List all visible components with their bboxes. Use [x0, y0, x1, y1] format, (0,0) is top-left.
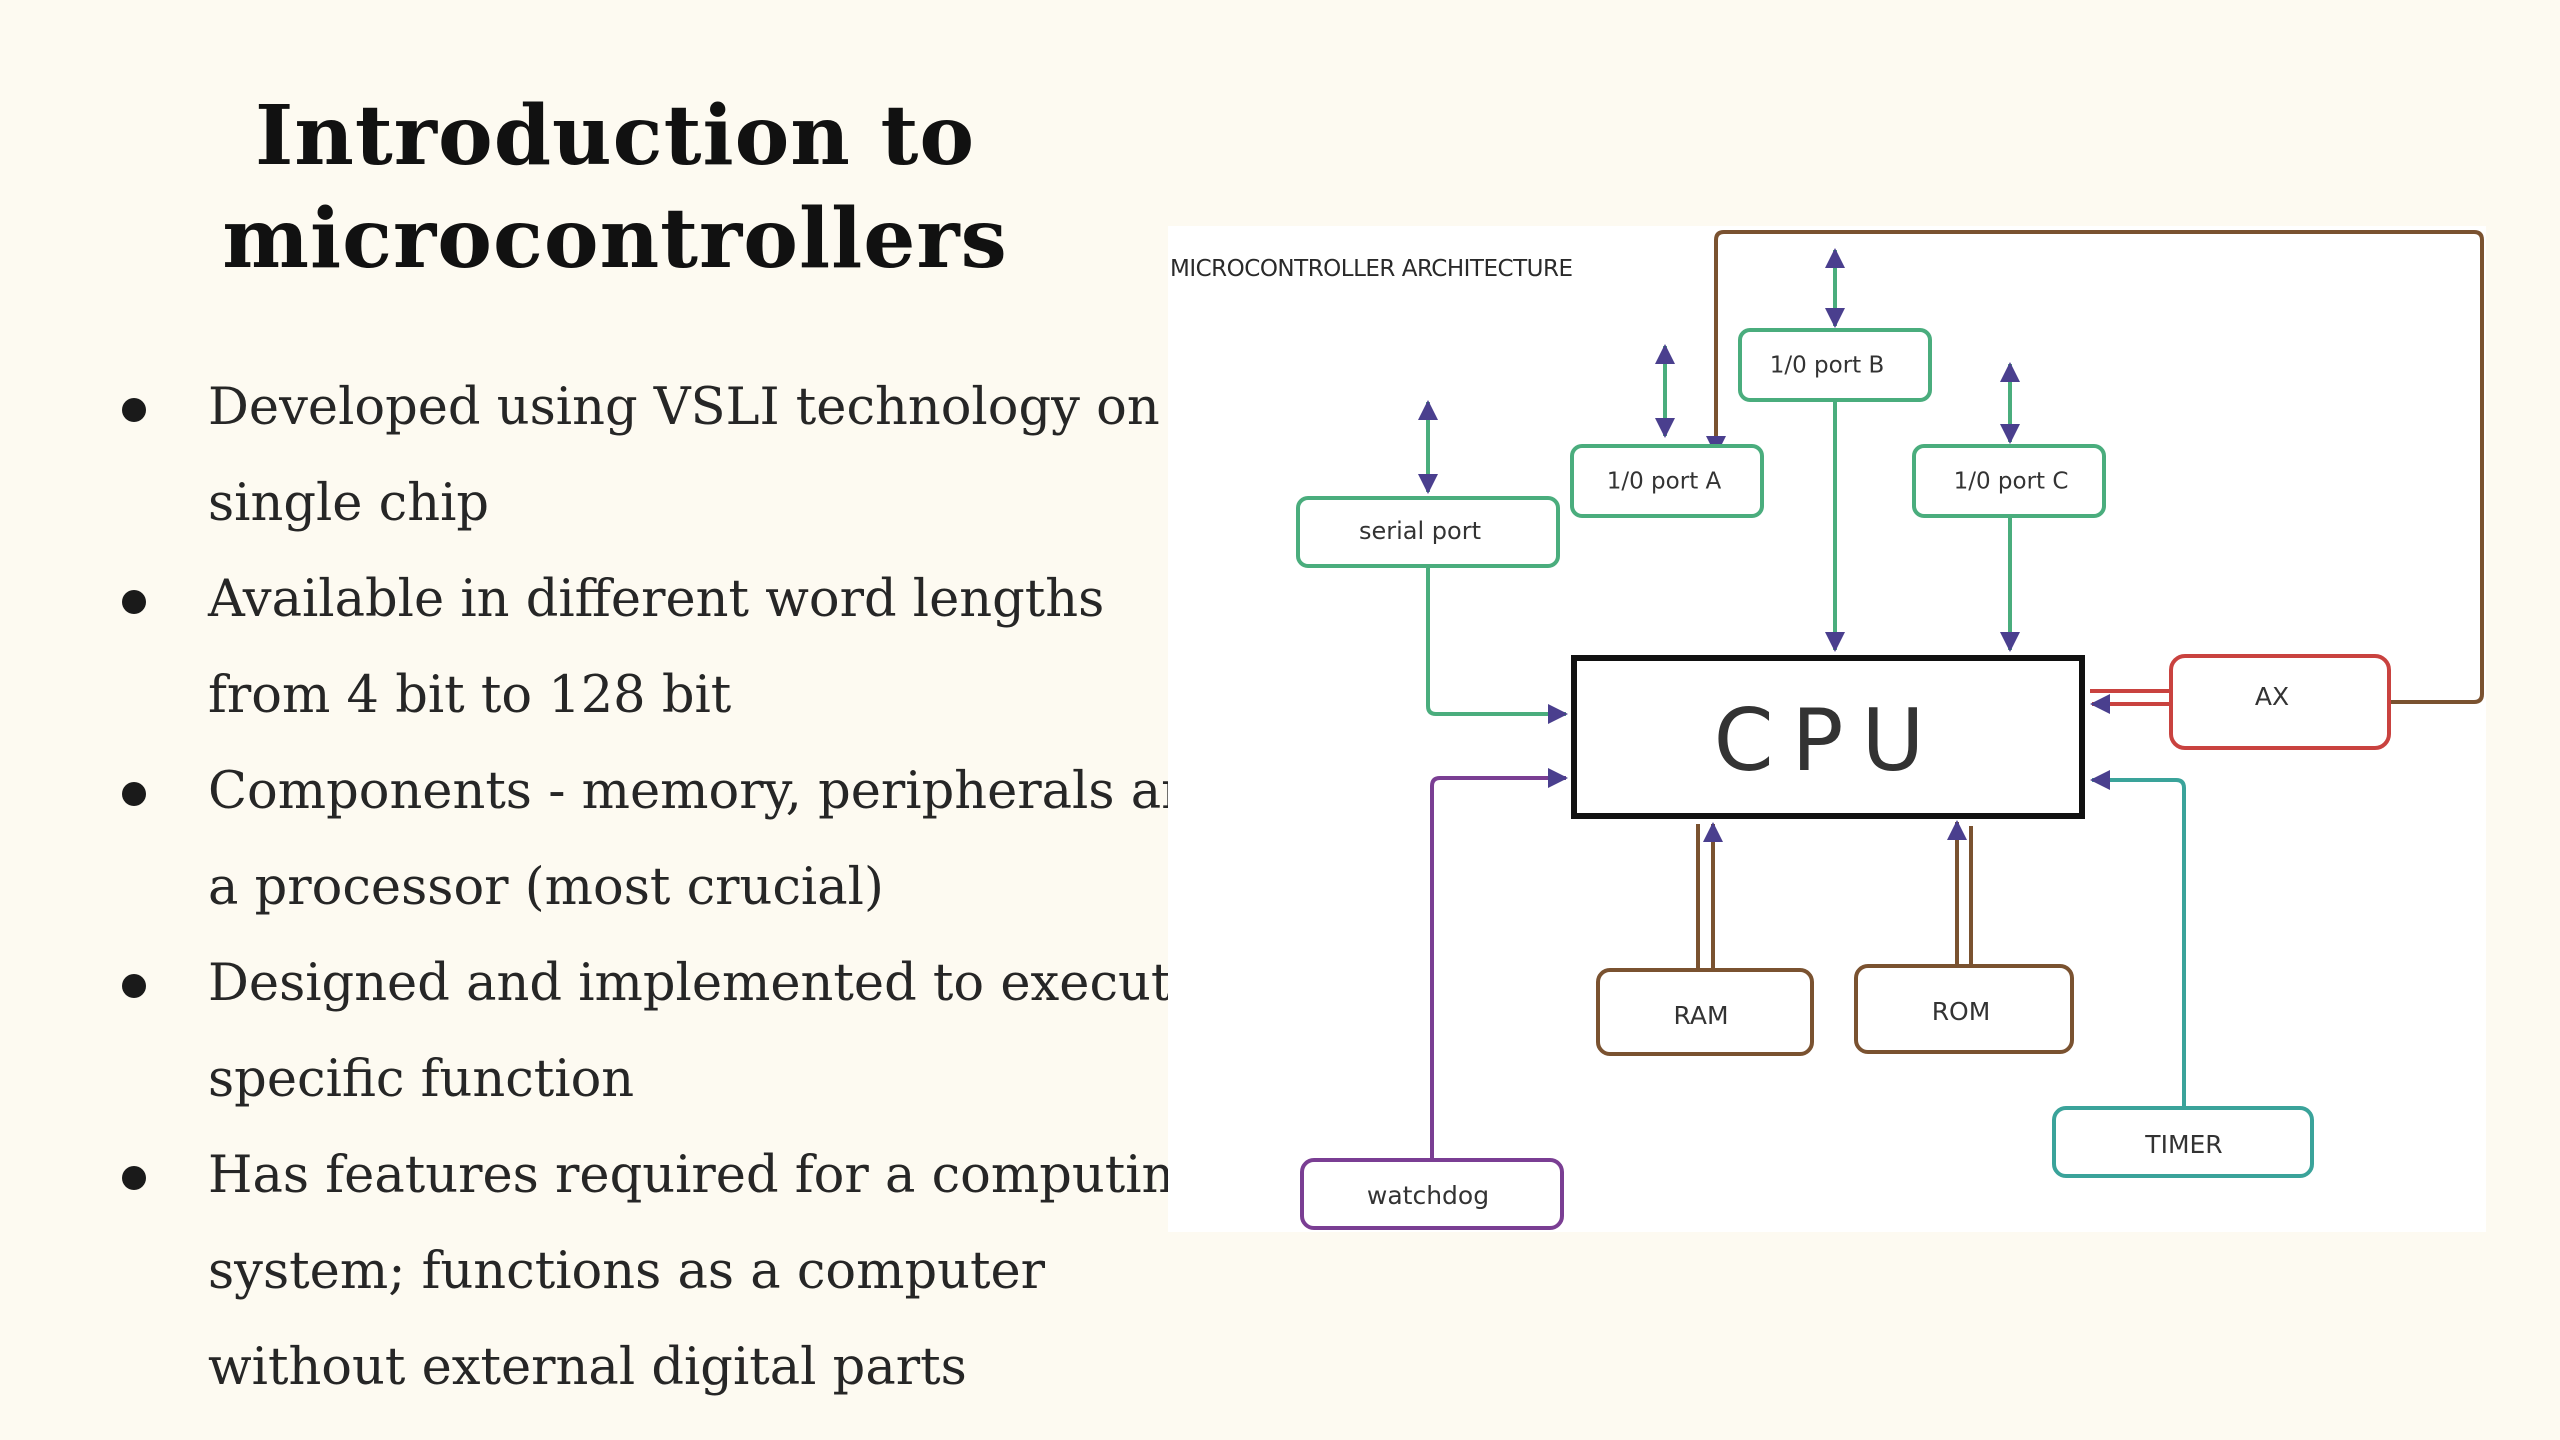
- bullet-text: Components - memory, peripherals and: [208, 762, 1227, 821]
- ax-feedback-line: [1706, 230, 2484, 712]
- port-c-block: [1912, 444, 2106, 518]
- ax-block: [2169, 654, 2391, 750]
- title-line-2: microcontrollers: [222, 191, 1008, 287]
- rom-label: ROM: [1932, 997, 1991, 1026]
- watchdog-block: [1300, 1158, 1564, 1230]
- timer-connector: [2090, 770, 2194, 1130]
- cpu-block: [1571, 655, 2085, 819]
- diagram-title: MICROCONTROLLER ARCHITECTURE: [1170, 256, 1573, 282]
- bullet-text: Developed using VSLI technology on a: [208, 378, 1207, 437]
- bullet-dot: [122, 590, 146, 614]
- port-c-label: 1/0 port C: [1954, 469, 2069, 495]
- diagram-canvas: CPU serial port 1/0 port A 1/0 port B 1/…: [1296, 230, 2484, 1230]
- title-line-1: Introduction to: [254, 88, 976, 184]
- bullet-item: Designed and implemented to execute a sp…: [110, 936, 1249, 1128]
- watchdog-connector: [1422, 768, 1568, 1182]
- bullet-list: Developed using VSLI technology on a sin…: [110, 360, 1249, 1416]
- port-b-block: [1738, 328, 1932, 402]
- bullet-text: specific function: [208, 1050, 635, 1109]
- bullet-text: without external digital parts: [208, 1338, 967, 1397]
- timer-label: TIMER: [2144, 1130, 2222, 1159]
- port-a-block: [1570, 444, 1764, 518]
- ram-block: [1596, 968, 1814, 1056]
- timer-block: [2052, 1106, 2314, 1178]
- bullet-text: Designed and implemented to execute a: [208, 954, 1249, 1013]
- bullet-text: Has features required for a computing: [208, 1146, 1208, 1205]
- serial-port-label: serial port: [1359, 517, 1481, 545]
- cpu-label: CPU: [1714, 691, 1943, 791]
- bullet-text: from 4 bit to 128 bit: [208, 666, 732, 725]
- bullet-item: Developed using VSLI technology on a sin…: [110, 360, 1207, 552]
- architecture-diagram: MICROCONTROLLER ARCHITECTURE CPU: [1168, 226, 2486, 1232]
- serial-port-block: [1296, 496, 1560, 568]
- rom-block: [1854, 964, 2074, 1054]
- port-a-label: 1/0 port A: [1607, 469, 1722, 495]
- bullet-text: system; functions as a computer: [208, 1242, 1046, 1301]
- bullet-text: single chip: [208, 474, 490, 533]
- bullet-item: Available in different word lengths from…: [110, 552, 1130, 744]
- bullet-dot: [122, 1166, 146, 1190]
- bullet-text: Available in different word lengths: [208, 570, 1105, 629]
- bullet-dot: [122, 782, 146, 806]
- slide-title: Introduction to microcontrollers: [0, 85, 1230, 291]
- bullet-dot: [122, 974, 146, 998]
- ax-label: AX: [2255, 682, 2289, 711]
- watchdog-label: watchdog: [1367, 1181, 1489, 1210]
- port-b-label: 1/0 port B: [1770, 353, 1885, 379]
- bullet-dot: [122, 398, 146, 422]
- bullet-item: Has features required for a computing sy…: [110, 1128, 1208, 1416]
- serial-cpu-connector: [1418, 548, 1568, 724]
- bullet-text: a processor (most crucial): [208, 858, 884, 917]
- ram-label: RAM: [1673, 1001, 1728, 1030]
- bullet-item: Components - memory, peripherals and a p…: [110, 744, 1227, 936]
